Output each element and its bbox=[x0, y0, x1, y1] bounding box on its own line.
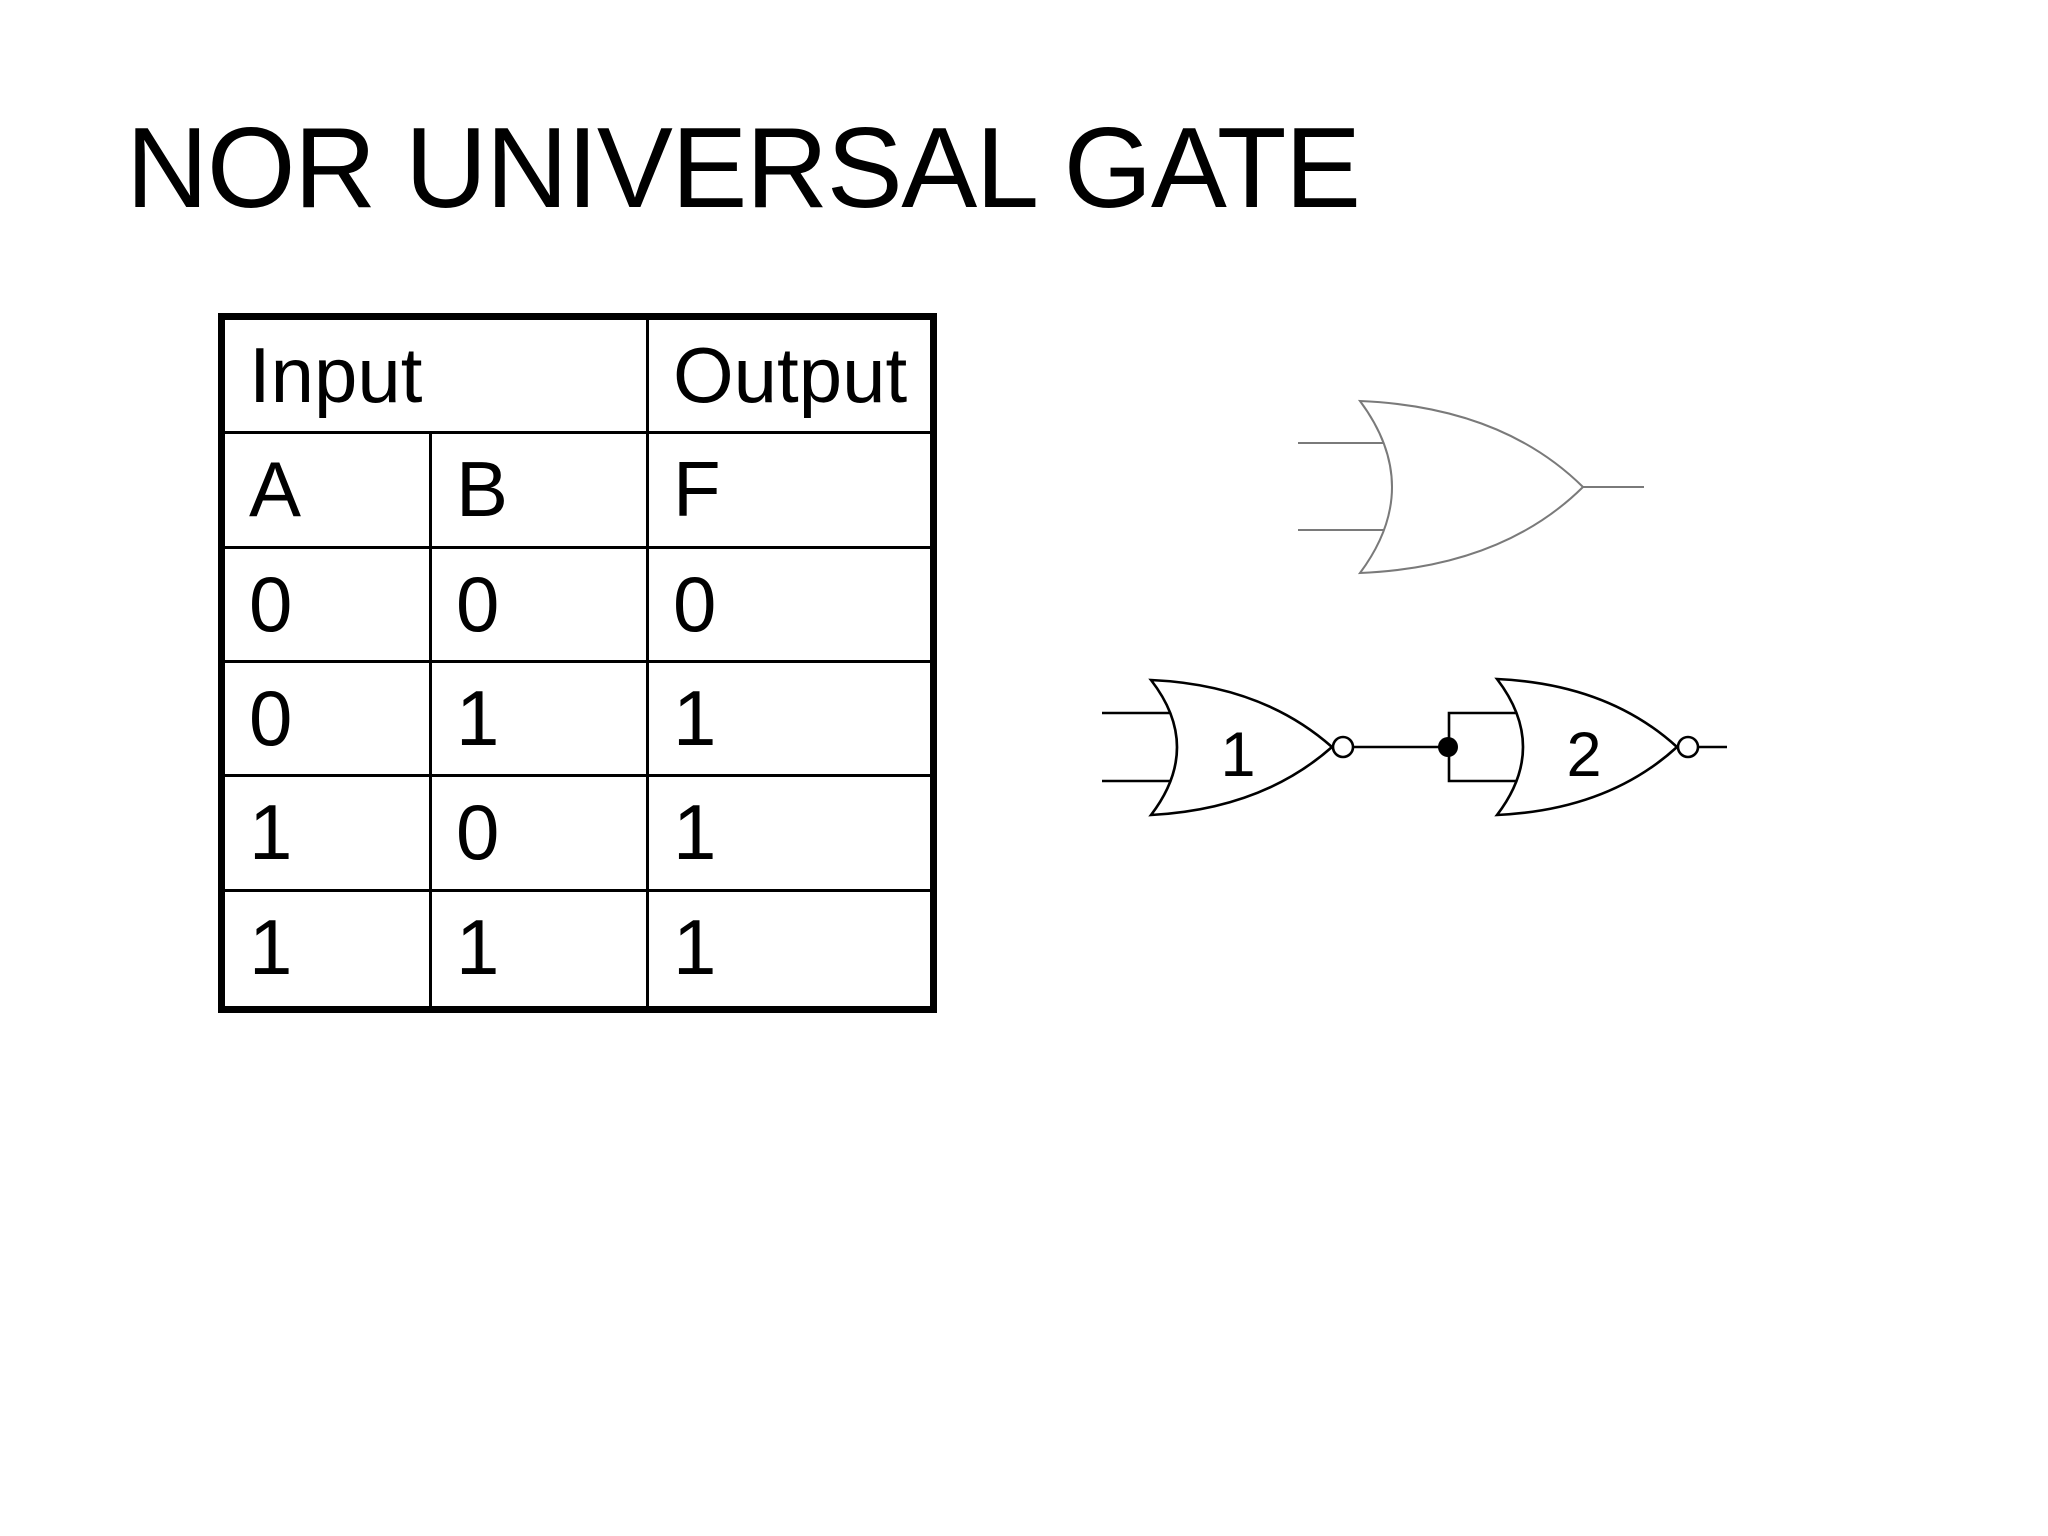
wire-junction-dot bbox=[1438, 737, 1458, 757]
or-gate-body bbox=[1357, 399, 1585, 575]
table-cell: 0 bbox=[225, 663, 432, 778]
input-header: Input bbox=[225, 320, 649, 435]
nor-gate-circuit: 1 2 bbox=[1102, 677, 1727, 817]
nor2-bubble bbox=[1676, 735, 1700, 759]
table-cell: 0 bbox=[225, 548, 432, 663]
table-cell: 1 bbox=[649, 777, 930, 892]
column-header-a: A bbox=[225, 434, 432, 549]
or-gate-symbol bbox=[1298, 399, 1644, 575]
table-cell: 0 bbox=[432, 777, 649, 892]
nor1-label: 1 bbox=[1220, 720, 1255, 790]
nor2-label: 2 bbox=[1566, 720, 1601, 790]
table-cell: 1 bbox=[649, 663, 930, 778]
page-title: NOR UNIVERSAL GATE bbox=[126, 105, 1361, 232]
nor2-gate-body bbox=[1494, 677, 1679, 817]
column-header-f: F bbox=[649, 434, 930, 549]
table-cell: 0 bbox=[432, 548, 649, 663]
nor1-bubble bbox=[1331, 735, 1355, 759]
table-cell: 1 bbox=[432, 663, 649, 778]
table-cell: 1 bbox=[225, 891, 432, 1006]
truth-table: Input Output A B F 0 0 0 0 1 1 1 0 1 1 1… bbox=[218, 313, 937, 1013]
column-header-b: B bbox=[432, 434, 649, 549]
nor2-input-branch bbox=[1447, 711, 1530, 783]
table-cell: 1 bbox=[673, 902, 717, 991]
output-header: Output bbox=[649, 320, 930, 435]
nor1-gate-body bbox=[1148, 678, 1334, 817]
table-cell: 1 bbox=[432, 891, 649, 1006]
table-cell: 0 bbox=[649, 549, 930, 663]
table-cell: 1 bbox=[225, 777, 432, 892]
